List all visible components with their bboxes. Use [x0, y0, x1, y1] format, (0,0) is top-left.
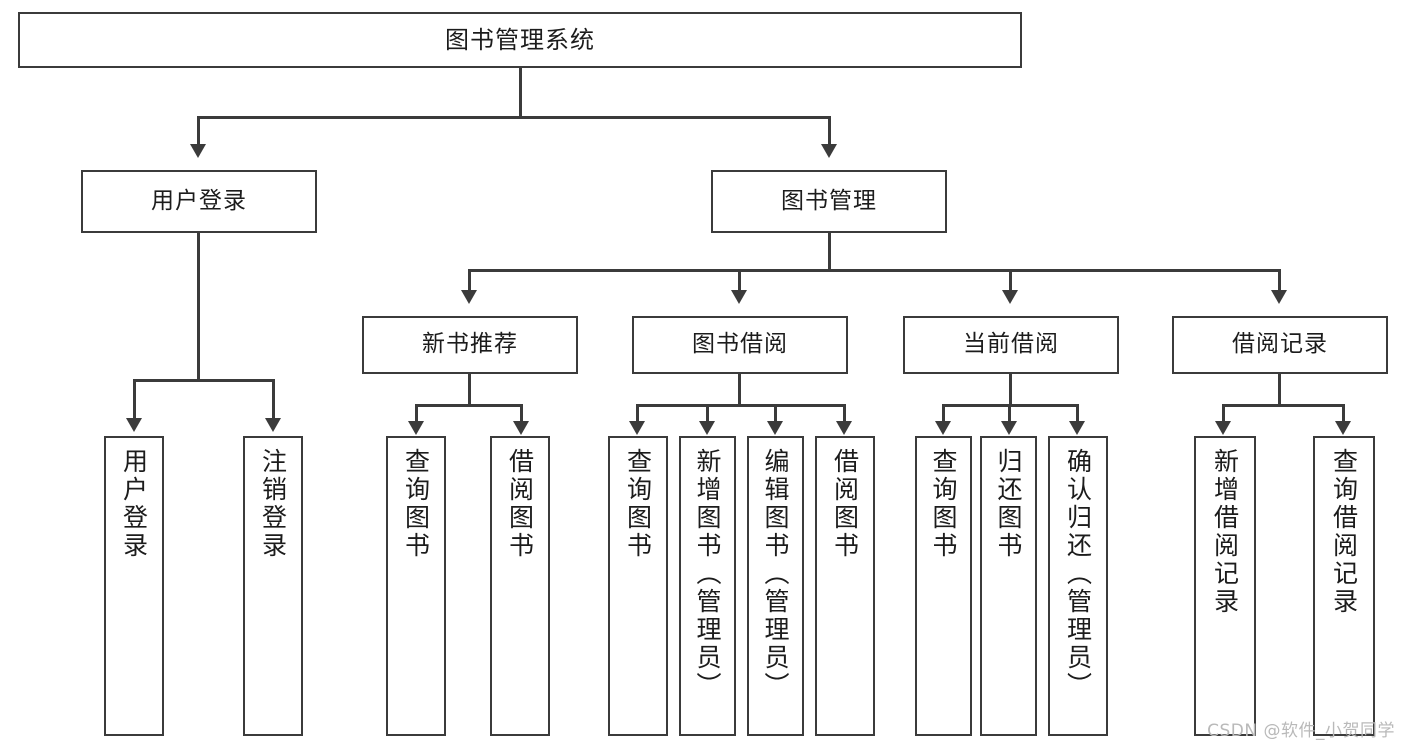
arrowhead-leaf-borrow-book-a — [513, 421, 529, 435]
node-label: 用户登录 — [119, 448, 149, 560]
connector-to-current-borrow — [1009, 269, 1012, 291]
connector-borrow-record-leaf1 — [1222, 404, 1225, 422]
node-label: 查询图书 — [929, 448, 958, 560]
arrowhead-borrow-record — [1271, 290, 1287, 304]
arrowhead-leaf-borrow-book-b — [836, 421, 852, 435]
connector-root-bus — [197, 116, 831, 119]
arrowhead-book-borrow — [731, 290, 747, 304]
connector-book-management-stem — [828, 233, 831, 271]
leaf-query-book-recommend[interactable]: 查询图书 — [386, 436, 446, 736]
connector-book-borrow-leaf3 — [774, 404, 777, 422]
connector-to-new-book — [468, 269, 471, 291]
node-label: 查询图书 — [623, 448, 653, 560]
node-label: 新书推荐 — [422, 331, 518, 358]
arrowhead-leaf-confirm-return — [1069, 421, 1085, 435]
leaf-edit-book-admin[interactable]: 编辑图书（管理员） — [747, 436, 804, 736]
connector-new-book-stem — [468, 374, 471, 406]
node-borrow-record[interactable]: 借阅记录 — [1172, 316, 1388, 374]
arrowhead-leaf-user-login — [126, 418, 142, 432]
node-label: 图书管理 — [781, 187, 877, 214]
arrowhead-new-book-recommend — [461, 290, 477, 304]
arrowhead-book-management — [821, 144, 837, 158]
node-user-login[interactable]: 用户登录 — [81, 170, 317, 233]
arrowhead-leaf-edit-book — [767, 421, 783, 435]
node-label: 确认归还（管理员） — [1063, 448, 1093, 700]
connector-user-login-leaf2 — [272, 379, 275, 419]
connector-user-login-bus — [133, 379, 275, 382]
connector-borrow-record-bus — [1222, 404, 1344, 407]
arrowhead-leaf-add-record — [1215, 421, 1231, 435]
node-current-borrow[interactable]: 当前借阅 — [903, 316, 1119, 374]
connector-to-book-borrow — [738, 269, 741, 291]
connector-user-login-stem — [197, 233, 200, 381]
arrowhead-user-login — [190, 144, 206, 158]
leaf-return-book[interactable]: 归还图书 — [980, 436, 1037, 736]
arrowhead-leaf-return-book — [1001, 421, 1017, 435]
leaf-user-login[interactable]: 用户登录 — [104, 436, 164, 736]
connector-current-borrow-leaf1 — [942, 404, 945, 422]
leaf-query-book-current[interactable]: 查询图书 — [915, 436, 972, 736]
connector-book-borrow-leaf1 — [636, 404, 639, 422]
node-label: 归还图书 — [994, 448, 1023, 560]
connector-book-borrow-leaf4 — [843, 404, 846, 422]
node-label: 借阅记录 — [1232, 331, 1328, 358]
arrowhead-leaf-query-book-c — [935, 421, 951, 435]
connector-current-borrow-leaf3 — [1076, 404, 1079, 422]
node-label: 查询图书 — [401, 448, 431, 560]
connector-book-borrow-leaf2 — [706, 404, 709, 422]
connector-borrow-record-stem — [1278, 374, 1281, 406]
node-new-book-recommend[interactable]: 新书推荐 — [362, 316, 578, 374]
arrowhead-leaf-query-book-a — [408, 421, 424, 435]
node-label: 借阅图书 — [830, 448, 860, 560]
connector-to-user-login — [197, 116, 200, 146]
connector-book-borrow-bus — [636, 404, 844, 407]
connector-to-book-management — [828, 116, 831, 146]
connector-new-book-leaf1 — [415, 404, 418, 422]
leaf-logout-login[interactable]: 注销登录 — [243, 436, 303, 736]
arrowhead-leaf-add-book — [699, 421, 715, 435]
leaf-add-borrow-record[interactable]: 新增借阅记录 — [1194, 436, 1256, 736]
leaf-borrow-book-recommend[interactable]: 借阅图书 — [490, 436, 550, 736]
connector-current-borrow-leaf2 — [1008, 404, 1011, 422]
arrowhead-leaf-query-book-b — [629, 421, 645, 435]
node-label: 注销登录 — [258, 448, 288, 560]
node-label: 新增借阅记录 — [1210, 448, 1240, 616]
node-book-borrow[interactable]: 图书借阅 — [632, 316, 848, 374]
connector-current-borrow-stem — [1009, 374, 1012, 406]
connector-borrow-record-leaf2 — [1342, 404, 1345, 422]
connector-to-borrow-record — [1278, 269, 1281, 291]
node-label: 新增图书（管理员） — [693, 448, 722, 700]
node-label: 当前借阅 — [963, 331, 1059, 358]
connector-book-borrow-stem — [738, 374, 741, 406]
node-label: 图书管理系统 — [445, 25, 595, 54]
node-label: 图书借阅 — [692, 331, 788, 358]
node-label: 用户登录 — [151, 187, 247, 214]
node-label: 借阅图书 — [505, 448, 535, 560]
arrowhead-leaf-query-record — [1335, 421, 1351, 435]
connector-new-book-leaf2 — [520, 404, 523, 422]
leaf-query-borrow-record[interactable]: 查询借阅记录 — [1313, 436, 1375, 736]
leaf-borrow-book-borrow[interactable]: 借阅图书 — [815, 436, 875, 736]
leaf-add-book-admin[interactable]: 新增图书（管理员） — [679, 436, 736, 736]
leaf-confirm-return-admin[interactable]: 确认归还（管理员） — [1048, 436, 1108, 736]
arrowhead-leaf-logout-login — [265, 418, 281, 432]
node-book-management[interactable]: 图书管理 — [711, 170, 947, 233]
connector-new-book-bus — [415, 404, 523, 407]
node-root-book-management-system[interactable]: 图书管理系统 — [18, 12, 1022, 68]
node-label: 查询借阅记录 — [1329, 448, 1359, 616]
connector-level3-bus — [468, 269, 1280, 272]
arrowhead-current-borrow — [1002, 290, 1018, 304]
node-label: 编辑图书（管理员） — [761, 448, 790, 700]
connector-user-login-leaf1 — [133, 379, 136, 419]
leaf-query-book-borrow[interactable]: 查询图书 — [608, 436, 668, 736]
connector-root-stem — [519, 68, 522, 118]
